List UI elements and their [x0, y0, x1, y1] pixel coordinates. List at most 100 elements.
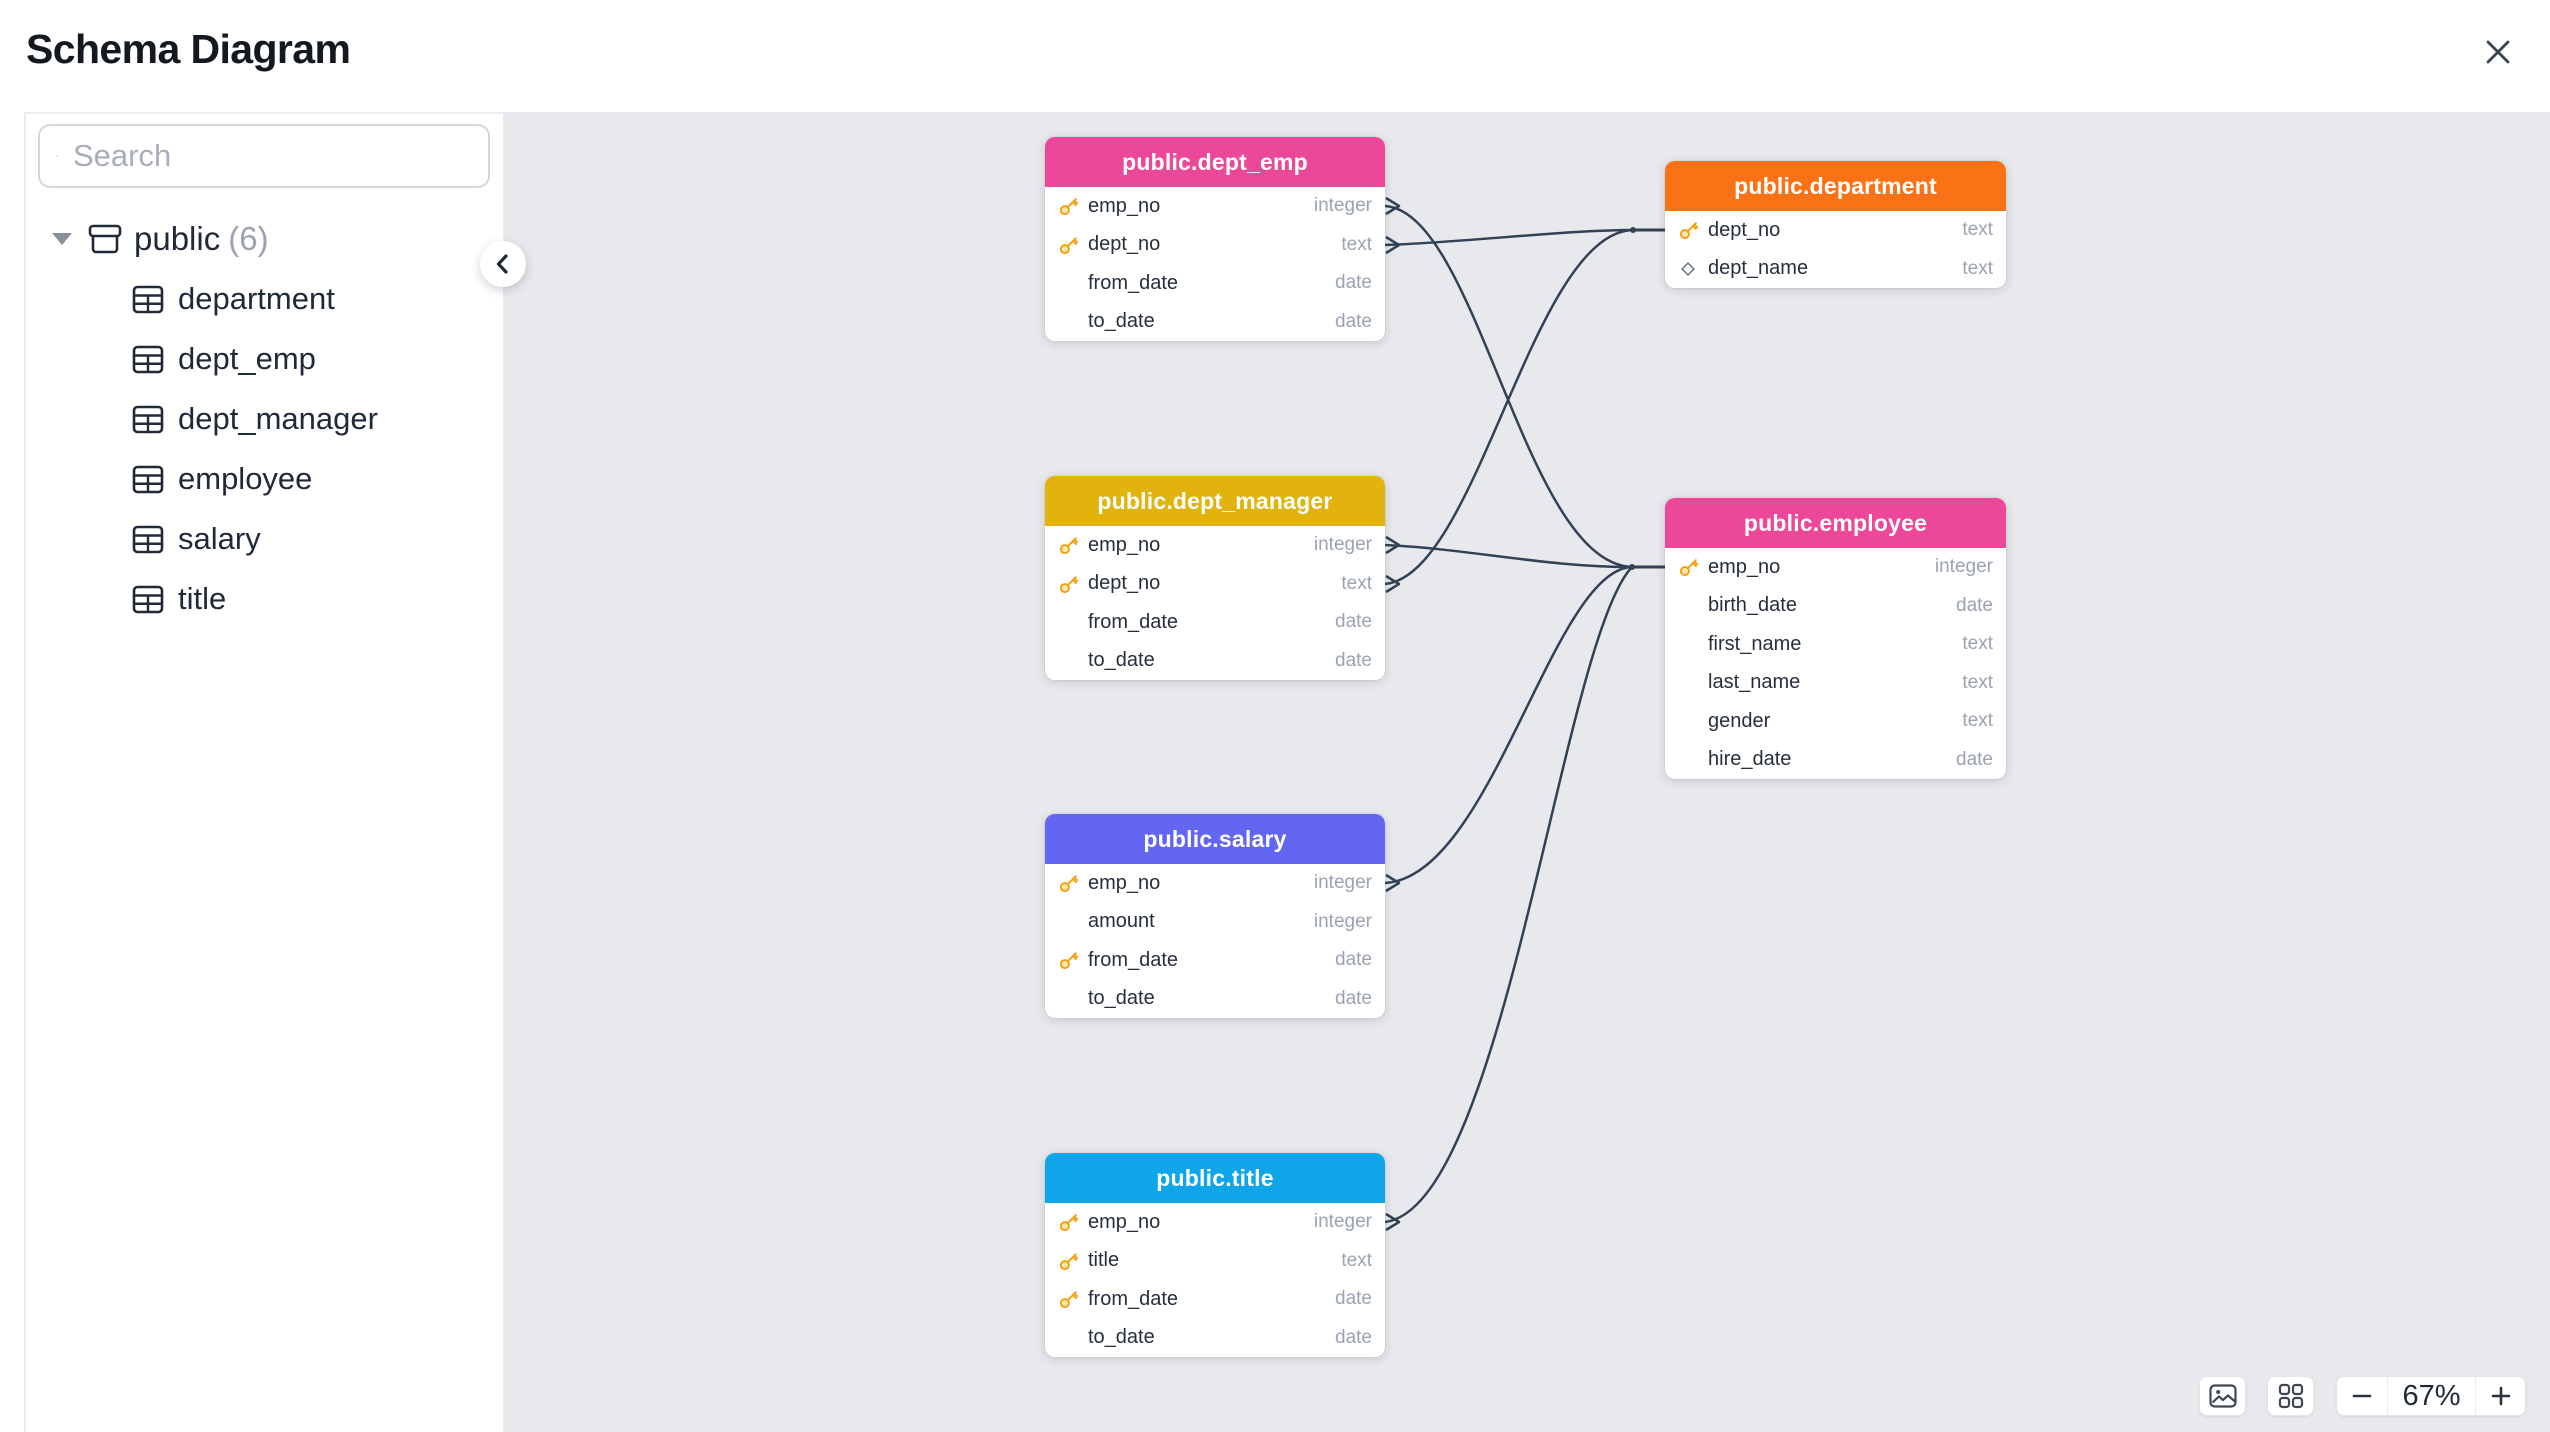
column-type: text [1341, 572, 1372, 594]
column-name: amount [1088, 910, 1155, 933]
column-icon-slot [1058, 1288, 1088, 1310]
column-row-dept_name[interactable]: dept_name text [1665, 250, 2006, 289]
column-icon-slot [1058, 872, 1088, 894]
table-node-title[interactable]: public.dept_manager [1045, 476, 1385, 526]
caret-down-icon[interactable] [52, 233, 72, 245]
column-type: date [1956, 594, 1993, 616]
column-type: text [1962, 257, 1993, 279]
sidebar-item-salary[interactable]: salary [132, 515, 261, 563]
column-row-emp_no[interactable]: emp_no integer [1045, 1203, 1385, 1242]
column-name: birth_date [1708, 594, 1797, 617]
column-row-birth_date[interactable]: birth_date date [1665, 587, 2006, 626]
schema-icon [88, 224, 122, 254]
export-image-button[interactable] [2199, 1376, 2246, 1416]
table-icon [132, 465, 164, 493]
search-input[interactable] [73, 138, 472, 174]
table-name: dept_manager [178, 401, 378, 436]
table-icon [132, 585, 164, 613]
table-icon [132, 525, 164, 553]
close-button[interactable] [2472, 26, 2524, 78]
sidebar-item-dept_emp[interactable]: dept_emp [132, 335, 316, 383]
key-icon [1059, 236, 1079, 254]
table-node-title[interactable]: public.dept_emp [1045, 137, 1385, 187]
dialog-header: Schema Diagram [0, 0, 2550, 112]
key-icon [1679, 559, 1699, 577]
schema-sidebar: public (6) department dept_emp dept_manage… [24, 112, 505, 1432]
column-name: to_date [1088, 987, 1155, 1010]
sidebar-collapse-button[interactable] [480, 241, 526, 287]
table-node-title[interactable]: public.employee [1665, 498, 2006, 548]
chevron-left-icon [496, 254, 508, 274]
zoom-in-button[interactable] [2475, 1377, 2525, 1415]
column-icon-slot [1678, 556, 1708, 578]
key-icon [1059, 537, 1079, 555]
column-icon-slot [1058, 949, 1088, 971]
table-node-title[interactable]: public.department [1665, 161, 2006, 211]
table-node-title[interactable]: public.title [1045, 1153, 1385, 1203]
column-icon-slot [1058, 1250, 1088, 1272]
sidebar-item-department[interactable]: department [132, 275, 335, 323]
sidebar-item-employee[interactable]: employee [132, 455, 312, 503]
table-icon [132, 285, 164, 313]
key-icon [1679, 222, 1699, 240]
sidebar-item-title[interactable]: title [132, 575, 226, 623]
table-icon [132, 405, 164, 433]
column-name: from_date [1088, 948, 1179, 971]
column-name: emp_no [1088, 1210, 1161, 1233]
zoom-out-button[interactable] [2337, 1377, 2387, 1415]
column-name: emp_no [1708, 555, 1781, 578]
column-name: emp_no [1088, 533, 1161, 556]
sidebar-item-dept_manager[interactable]: dept_manager [132, 395, 378, 443]
column-type: date [1335, 649, 1372, 671]
sidebar-item-schema-public[interactable]: public (6) [52, 215, 269, 263]
column-type: text [1962, 219, 1993, 241]
search-icon [56, 154, 59, 158]
table-name: dept_emp [178, 341, 316, 376]
auto-layout-button[interactable] [2267, 1376, 2314, 1416]
column-icon-slot [1058, 234, 1088, 256]
diagram-canvas[interactable] [505, 112, 2550, 1432]
column-name: dept_name [1708, 257, 1809, 280]
plus-icon [2491, 1386, 2510, 1406]
column-type: integer [1313, 1211, 1372, 1233]
close-icon [2486, 40, 2510, 64]
search-box [38, 124, 490, 188]
column-name: emp_no [1088, 871, 1161, 894]
key-icon [1059, 952, 1079, 970]
key-icon [1059, 198, 1079, 216]
column-name: first_name [1708, 632, 1802, 655]
column-name: dept_no [1088, 233, 1161, 256]
column-type: date [1335, 310, 1372, 332]
column-type: date [1335, 1288, 1372, 1310]
column-type: integer [1313, 195, 1372, 217]
column-icon-slot [1058, 573, 1088, 595]
table-node-title[interactable]: public.salary [1045, 814, 1385, 864]
